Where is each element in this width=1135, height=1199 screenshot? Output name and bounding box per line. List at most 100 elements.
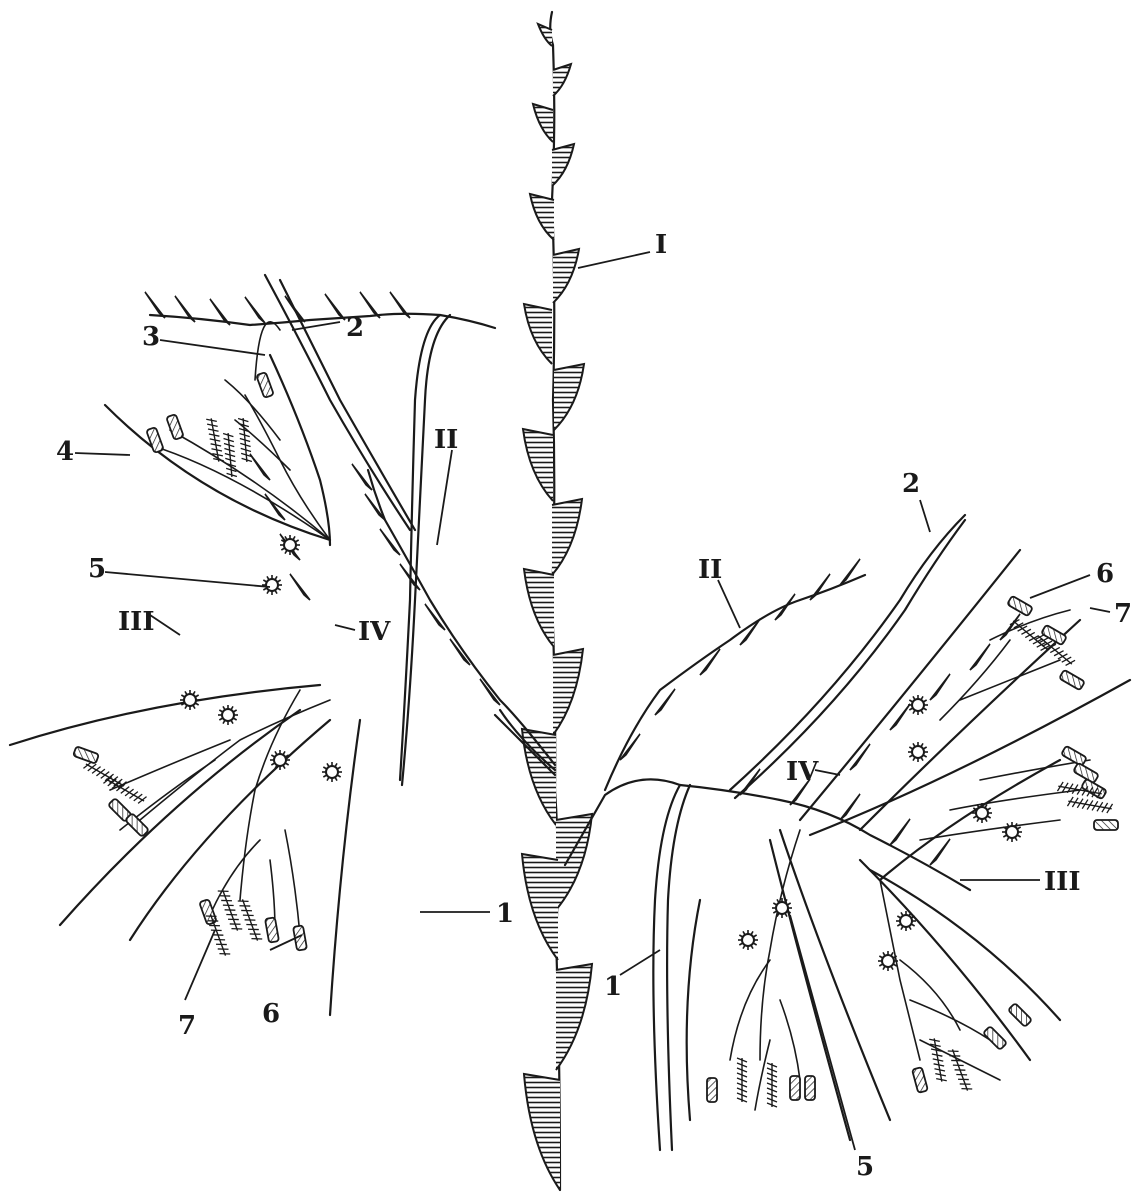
branch-tooth — [450, 639, 470, 665]
feather-barb — [956, 1071, 967, 1078]
star-core — [912, 746, 924, 758]
star-core — [742, 934, 754, 946]
feather-organ-icon — [737, 1058, 747, 1102]
branch-tooth — [970, 644, 990, 670]
branch-tooth — [365, 494, 385, 520]
label-1-left: 1 — [496, 899, 514, 929]
star-organ-icon — [322, 762, 342, 782]
branch-tooth — [930, 674, 950, 700]
sub-branch — [210, 840, 260, 915]
sub-branch — [880, 880, 920, 1060]
branch-tooth — [775, 594, 795, 620]
feather-barb — [226, 911, 237, 918]
axis-tooth — [553, 249, 579, 303]
star-core — [882, 955, 894, 967]
sporangium-icon — [1007, 596, 1033, 617]
feather-organ-icon — [223, 433, 237, 478]
feather-organ-icon — [929, 1037, 946, 1082]
axis-tooth — [523, 429, 553, 501]
axis-tooth — [556, 964, 592, 1070]
sporangium-icon — [256, 372, 274, 398]
sporangium-icon — [1059, 670, 1085, 691]
feather-barb — [955, 1066, 966, 1073]
star-organ-icon — [218, 705, 238, 725]
left-branch-system — [10, 275, 555, 1015]
sporangium-icon — [73, 746, 99, 764]
label-7-right: 7 — [1114, 599, 1132, 629]
label-3: 3 — [142, 322, 160, 352]
label-4: 4 — [56, 437, 74, 467]
label-IV-right: IV — [786, 757, 819, 787]
feather-barb — [230, 921, 241, 928]
sub-branch — [150, 445, 330, 540]
star-organ-icon — [262, 575, 282, 595]
label-6-left: 6 — [262, 999, 280, 1029]
feather-barb — [245, 916, 256, 923]
star-organ-icon — [908, 742, 928, 762]
feather-barb — [216, 941, 227, 948]
feather-organ-icon — [1067, 796, 1112, 813]
feather-barb — [958, 1076, 969, 1083]
star-organ-icon — [908, 695, 928, 715]
star-core — [1006, 826, 1018, 838]
star-core — [274, 754, 286, 766]
sporangium-icon — [1094, 820, 1118, 830]
star-core — [900, 915, 912, 927]
sub-branch — [950, 790, 1080, 810]
branch-tooth — [890, 819, 910, 845]
feather-organ-icon — [218, 888, 242, 933]
feather-barb — [221, 897, 232, 904]
star-core — [184, 694, 196, 706]
star-core — [326, 766, 338, 778]
branch-tooth — [810, 574, 830, 600]
feather-barb — [960, 1081, 971, 1088]
feather-barb — [243, 912, 254, 919]
star-core — [776, 902, 788, 914]
label-III-right: III — [1044, 867, 1081, 897]
sub-branch — [780, 1000, 800, 1080]
feather-organ-icon — [948, 1048, 972, 1093]
axis-tooth — [552, 499, 582, 575]
main-axis-I — [522, 12, 592, 1190]
sub-branch — [755, 1040, 770, 1110]
feather-barb — [211, 927, 222, 934]
feather-barb — [239, 902, 250, 909]
branch-tooth — [145, 292, 165, 318]
star-organ-icon — [270, 750, 290, 770]
sub-branch — [900, 960, 960, 1030]
branch-tooth — [290, 574, 310, 600]
sporangium-icon — [805, 1076, 815, 1100]
label-III-left: III — [118, 607, 155, 637]
label-5-right: 5 — [856, 1152, 874, 1182]
feather-organ-icon — [238, 418, 252, 463]
feather-barb — [246, 921, 257, 928]
label-5-left: 5 — [88, 554, 106, 584]
sub-branch — [730, 960, 770, 1060]
sub-branch — [760, 830, 800, 1060]
feather-barb — [231, 925, 242, 932]
sub-branch — [140, 700, 330, 820]
label-1-right: 1 — [604, 972, 622, 1002]
axis-tooth — [524, 304, 552, 364]
feather-barb — [248, 926, 259, 933]
right-branch-system — [565, 515, 1130, 1150]
branch-tooth — [480, 679, 500, 705]
feather-barb — [214, 936, 225, 943]
axis-tooth — [533, 104, 553, 142]
star-organ-icon — [180, 690, 200, 710]
star-core — [266, 579, 278, 591]
feather-barb — [225, 906, 236, 913]
feather-barb — [250, 931, 261, 938]
star-organ-icon — [896, 911, 916, 931]
sub-branch — [920, 820, 1060, 840]
axis-tooth — [553, 649, 583, 735]
axis-tooth — [552, 144, 574, 186]
label-6-right: 6 — [1096, 559, 1114, 589]
star-organ-icon — [738, 930, 758, 950]
feather-barb — [228, 916, 239, 923]
branch-tooth — [245, 297, 265, 323]
sporangium-icon — [790, 1076, 800, 1100]
label-IV-left: IV — [358, 617, 391, 647]
axis-tooth — [530, 194, 554, 240]
